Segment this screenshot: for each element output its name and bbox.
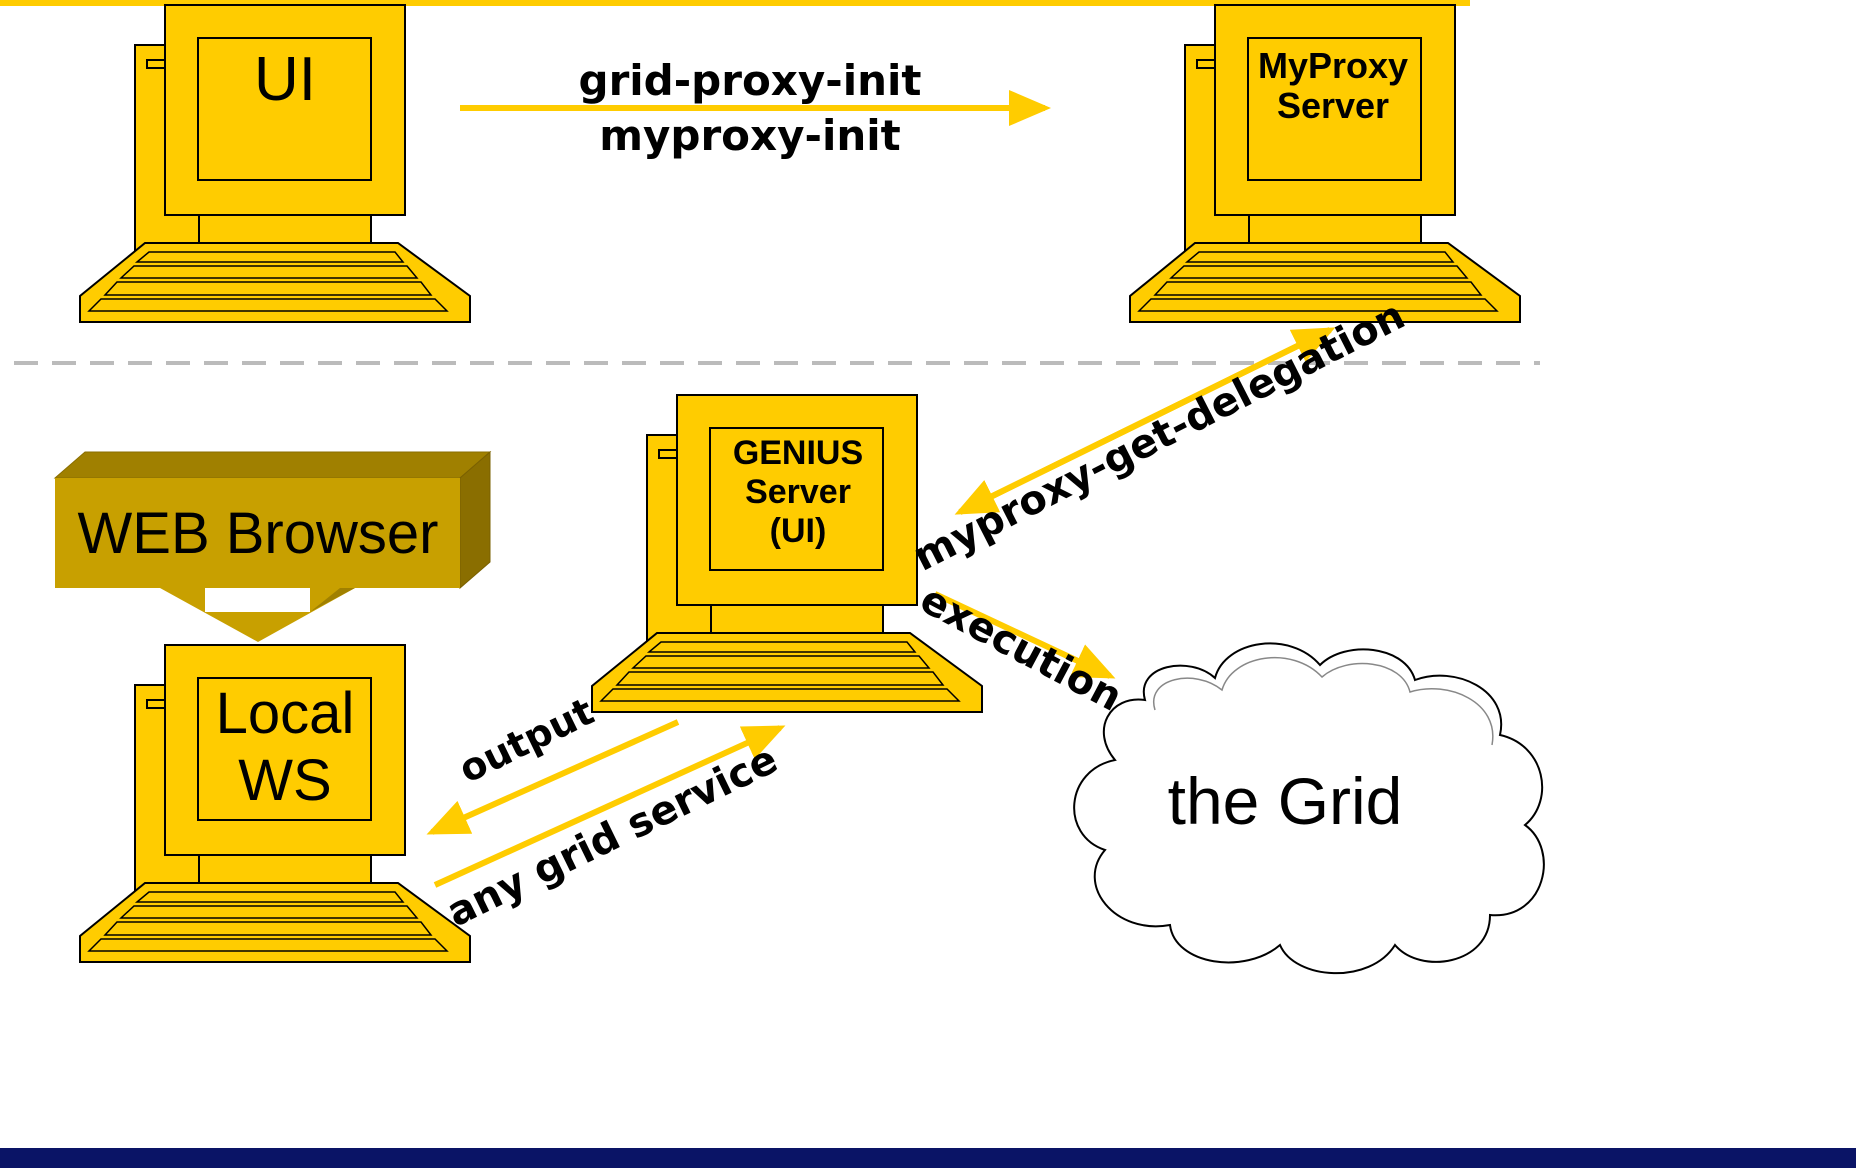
arrow-local-to-genius (433, 725, 786, 888)
myproxy-label-line1: MyProxy (1258, 45, 1408, 86)
arrow-genius-to-local (426, 719, 680, 835)
local-ws-computer: Local WS (79, 644, 471, 963)
top-accent-bar (0, 0, 1470, 6)
myproxy-get-delegation-label: myproxy-get-delegation (906, 292, 1412, 580)
grid-label: the Grid (1168, 764, 1403, 838)
genius-label-line2: Server (745, 473, 851, 511)
arrow-genius-to-grid (933, 591, 1116, 679)
myproxy-init-label: myproxy-init (599, 111, 900, 160)
web-browser-label: WEB Browser (78, 501, 439, 566)
genius-server-computer: GENIUS Server (UI) (591, 394, 983, 713)
output-label: output (452, 689, 600, 792)
myproxy-server-computer: MyProxy Server (1129, 4, 1521, 323)
local-ws-label-line1: Local (216, 681, 355, 746)
local-ws-label-line2: WS (238, 748, 331, 813)
genius-label-line1: GENIUS (733, 434, 863, 472)
genius-label-line3: (UI) (770, 512, 827, 550)
ui-label: UI (254, 45, 316, 114)
grid-proxy-init-label: grid-proxy-init (579, 56, 922, 105)
footer-bar (0, 1148, 1856, 1168)
arrow-myproxy-to-genius (954, 327, 1332, 515)
grid-cloud: the Grid (1073, 642, 1545, 975)
myproxy-label-line2: Server (1277, 85, 1389, 126)
web-browser-block: WEB Browser (53, 450, 492, 642)
ui-computer: UI (79, 4, 471, 323)
